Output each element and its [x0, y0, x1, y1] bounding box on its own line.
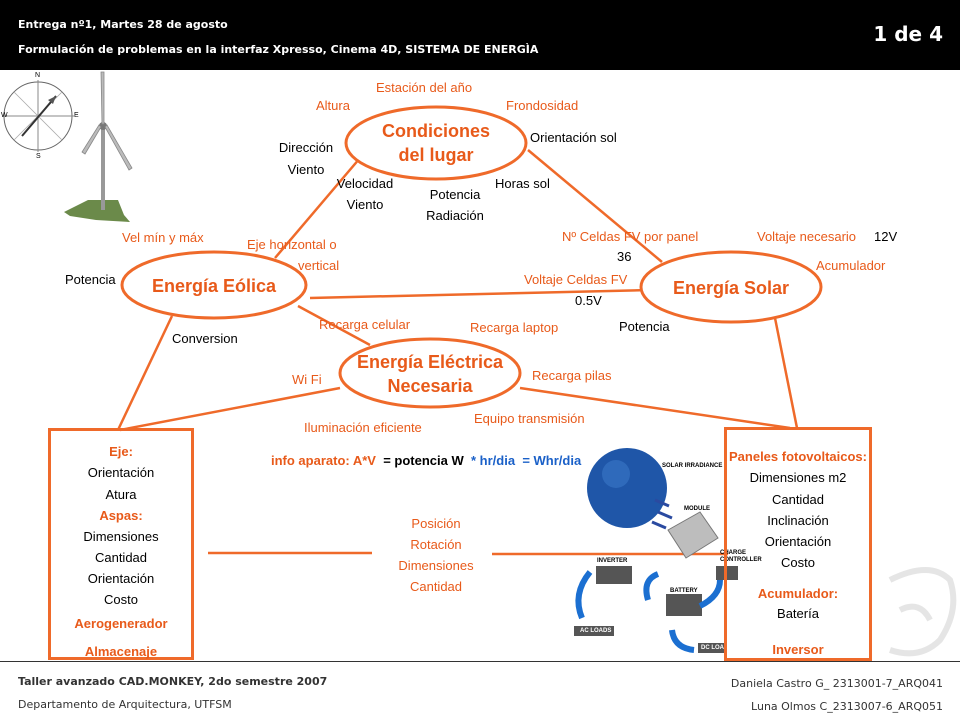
center-posicion: Posición [411, 516, 461, 531]
box-orientacion-solar: Orientación [764, 534, 832, 549]
center-dimensiones: Dimensiones [398, 558, 474, 573]
label-battery: BATTERY [670, 588, 698, 594]
label-orientacion-sol: Orientación sol [530, 130, 617, 145]
box-dimensiones: Dimensiones [83, 529, 159, 544]
label-recarga-pilas: Recarga pilas [532, 368, 612, 383]
box-inversor-heading: Inversor [772, 642, 824, 657]
label-controller: CONTROLLER [720, 557, 762, 563]
value-celdas-panel: 36 [617, 249, 632, 264]
label-ac-loads: AC LOADS [580, 628, 612, 634]
box-inclinacion: Inclinación [767, 513, 829, 528]
footer-author-2: Luna Olmos C_2313007-6_ARQ051 [751, 700, 943, 713]
label-potencia-rad: Potencia [429, 187, 481, 202]
box-cantidad: Cantidad [94, 550, 148, 565]
box-atura: Atura [105, 487, 137, 502]
node-condiciones-line2: del lugar [398, 145, 474, 165]
label-wifi: Wi Fi [292, 372, 322, 387]
box-orientacion-2: Orientación [87, 571, 155, 586]
label-celdas-panel: Nº Celdas FV por panel [562, 229, 699, 244]
electrica-ellipse [338, 337, 522, 409]
node-eolica: Energía Eólica [151, 276, 277, 296]
label-potencia-eolica: Potencia [65, 272, 116, 287]
label-inverter: INVERTER [597, 558, 628, 564]
compass-w: W [1, 112, 8, 119]
formula-part-3: * hr/dia [471, 453, 516, 468]
solar-ellipse [639, 250, 823, 324]
box-almacenaje-heading: Almacenaje [84, 644, 158, 659]
box-bateria: Batería [777, 606, 819, 621]
box-paneles-heading: Paneles fotovoltaicos: [729, 449, 867, 464]
compass-s: S [36, 153, 41, 160]
label-viento-2: Viento [346, 197, 384, 212]
label-charge: CHARGE [720, 550, 747, 556]
label-iluminacion: Iluminación eficiente [304, 420, 422, 435]
formula-part-1: info aparato: A*V [271, 453, 376, 468]
label-frondosidad: Frondosidad [506, 98, 579, 113]
solar-system-diagram [574, 448, 738, 653]
eolica-ellipse [120, 250, 308, 320]
node-condiciones-line1: Condiciones [381, 121, 490, 141]
label-horas-sol: Horas sol [495, 176, 550, 191]
header-date: Entrega nº1, Martes 28 de agosto [18, 18, 228, 31]
label-viento: Viento [287, 162, 325, 177]
page-number: 1 de 4 [873, 22, 943, 46]
node-electrica: Energía Eléctrica Necesaria [340, 350, 520, 398]
box-costo-solar: Costo [781, 555, 815, 570]
footer-course: Taller avanzado CAD.MONKEY, 2do semestre… [18, 675, 328, 688]
box-aerogenerador-heading: Aerogenerador [74, 616, 168, 631]
label-vertical: vertical [298, 258, 340, 273]
label-estacion: Estación del año [376, 80, 473, 95]
formula-part-2: = potencia W [383, 453, 464, 468]
center-rotacion: Rotación [410, 537, 462, 552]
node-condiciones: Condiciones del lugar [346, 119, 526, 167]
value-voltaje-necesario: 12V [874, 229, 898, 244]
condiciones-ellipse [344, 105, 528, 181]
compass-e: E [74, 112, 79, 119]
box-cantidad-solar: Cantidad [771, 492, 825, 507]
value-voltaje-celdas: 0.5V [575, 293, 602, 308]
label-radiacion: Radiación [426, 208, 484, 223]
header-bar: Entrega nº1, Martes 28 de agosto Formula… [0, 0, 960, 70]
wind-turbine-icon [64, 71, 133, 222]
label-velocidad: Velocidad [336, 176, 394, 191]
label-recarga-laptop: Recarga laptop [470, 320, 559, 335]
box-orientacion: Orientación [87, 465, 155, 480]
label-dc-loads: DC LOADS [701, 645, 733, 651]
compass-icon [2, 80, 74, 152]
label-module: MODULE [684, 506, 710, 512]
label-acumulador: Acumulador [816, 258, 886, 273]
label-eje-horizontal: Eje horizontal o [247, 237, 337, 252]
solar-components-box: Paneles fotovoltaicos: Dimensiones m2 Ca… [724, 427, 872, 661]
node-electrica-line2: Necesaria [387, 376, 473, 396]
box-aspas-heading: Aspas: [99, 508, 143, 523]
label-conversion: Conversion [172, 331, 238, 346]
lion-watermark [888, 567, 957, 657]
node-solar: Energía Solar [672, 278, 790, 298]
footer-author-1: Daniela Castro G_ 2313001-7_ARQ041 [730, 677, 943, 690]
node-electrica-line1: Energía Eléctrica [356, 352, 504, 372]
label-direccion: Dirección [278, 140, 334, 155]
aerogenerador-box: Eje: Orientación Atura Aspas: Dimensione… [48, 428, 194, 660]
formula: info aparato: A*V = potencia W * hr/dia … [271, 454, 581, 467]
header-subtitle: Formulación de problemas en la interfaz … [18, 43, 539, 56]
label-recarga-celular: Recarga celular [319, 317, 411, 332]
label-solar-irradiance: SOLAR IRRADIANCE [662, 463, 723, 469]
label-equipo-transmision: Equipo transmisión [474, 411, 585, 426]
box-dimensiones-m2: Dimensiones m2 [749, 470, 847, 485]
label-voltaje-necesario: Voltaje necesario [757, 229, 857, 244]
footer-divider [0, 661, 960, 662]
formula-part-4: = Whr/dia [522, 453, 582, 468]
box-eje-heading: Eje: [109, 444, 133, 459]
center-cantidad: Cantidad [409, 579, 463, 594]
compass-n: N [35, 72, 41, 79]
box-acumulador-heading: Acumulador: [757, 586, 839, 601]
label-vel-min-max: Vel mín y máx [122, 230, 204, 245]
footer-department: Departamento de Arquitectura, UTFSM [18, 698, 232, 711]
label-voltaje-celdas: Voltaje Celdas FV [524, 272, 628, 287]
box-costo: Costo [104, 592, 138, 607]
label-potencia-solar: Potencia [619, 319, 670, 334]
label-altura: Altura [316, 98, 350, 113]
